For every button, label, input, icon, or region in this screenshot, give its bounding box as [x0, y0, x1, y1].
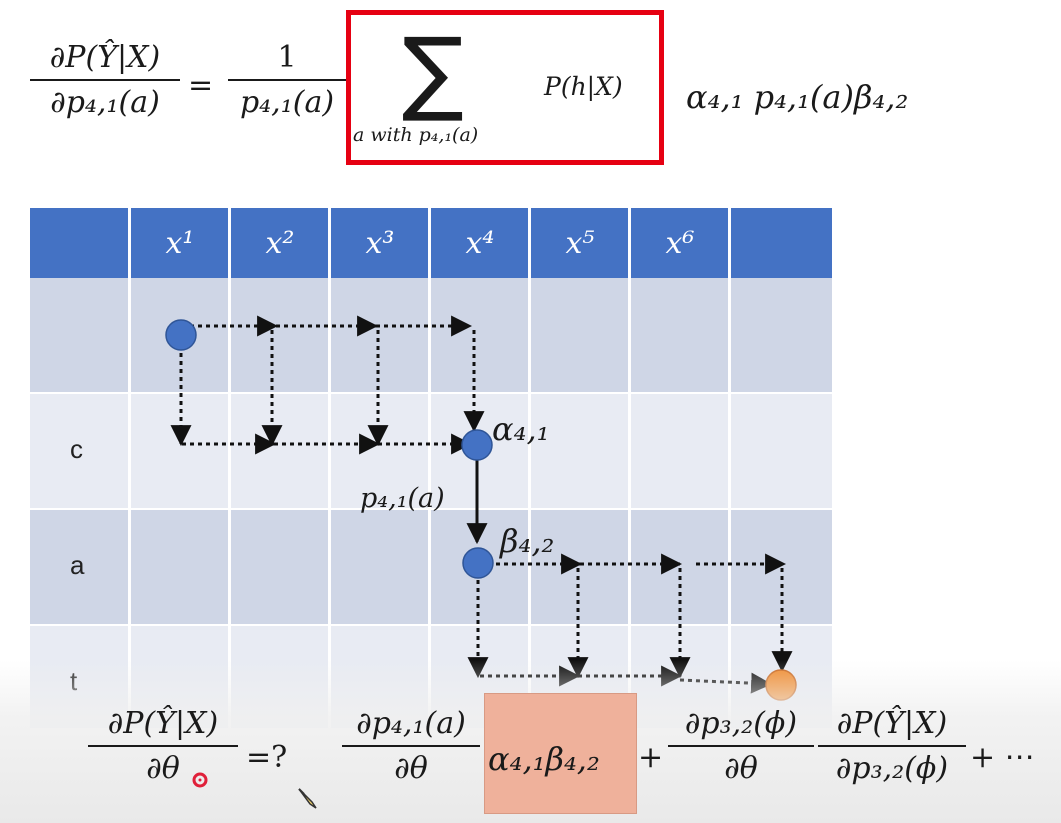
lhs-numerator: ∂P(Ŷ|X) — [49, 40, 161, 75]
table-header: x¹ x² x³ x⁴ x⁵ x⁶ — [30, 208, 832, 278]
node-c-x4 — [461, 429, 493, 461]
laser-pointer-icon — [192, 772, 208, 788]
term2-numerator: ∂p₃,₂(ϕ) — [684, 706, 798, 741]
table-row: a — [30, 510, 832, 624]
term2-fraction: ∂p₃,₂(ϕ) ∂θ — [668, 706, 814, 786]
summation-symbol: ∑ — [402, 18, 464, 125]
col-header-x3: x³ — [365, 225, 395, 261]
equals-sign: = — [188, 68, 214, 103]
lhs-denominator: ∂p₄,₁(a) — [50, 85, 160, 120]
equals-question: =? — [246, 740, 288, 775]
row-label-c: c — [70, 434, 83, 464]
alpha-label: α₄,₁ — [492, 410, 550, 448]
column-divider — [728, 208, 731, 728]
ellipsis-term: + ⋯ — [970, 740, 1035, 775]
col-header-x2: x² — [265, 225, 295, 261]
column-divider — [428, 208, 431, 728]
sum-term: P(h|X) — [544, 72, 623, 101]
lhs-fraction: ∂P(Ŷ|X) ∂p₄,₁(a) — [30, 40, 180, 120]
column-divider — [128, 208, 131, 728]
pen-cursor-icon — [298, 788, 317, 809]
column-divider — [528, 208, 531, 728]
start-node — [165, 319, 197, 351]
highlight-box-red — [346, 10, 664, 165]
node-a-x4 — [462, 547, 494, 579]
gradient-lhs-numerator: ∂P(Ŷ|X) — [107, 706, 219, 741]
term3-numerator: ∂P(Ŷ|X) — [836, 706, 948, 741]
term3-fraction: ∂P(Ŷ|X) ∂p₃,₂(ϕ) — [818, 706, 966, 786]
table-row: c — [30, 394, 832, 508]
equation-tail: α₄,₁ p₄,₁(a)β₄,₂ — [686, 78, 909, 116]
summation-subscript: a with p₄,₁(a) — [353, 124, 479, 146]
transition-prob-label: p₄,₁(a) — [360, 483, 445, 514]
term1-denominator: ∂θ — [394, 751, 428, 786]
column-divider — [628, 208, 631, 728]
coef-numerator: 1 — [277, 40, 297, 75]
col-header-x5: x⁵ — [565, 225, 595, 261]
table-row — [30, 278, 832, 392]
col-header-x1: x¹ — [165, 225, 195, 261]
row-label-a: a — [70, 550, 85, 580]
gradient-lhs: ∂P(Ŷ|X) ∂θ — [88, 706, 238, 786]
coef-denominator: p₄,₁(a) — [239, 85, 335, 120]
column-divider — [228, 208, 231, 728]
col-header-x6: x⁶ — [665, 225, 695, 261]
column-divider — [328, 208, 331, 728]
highlight-box-orange — [484, 693, 637, 814]
coef-fraction: 1 p₄,₁(a) — [228, 40, 346, 120]
term2-denominator: ∂θ — [724, 751, 758, 786]
gradient-lhs-denominator: ∂θ — [146, 751, 180, 786]
col-header-x4: x⁴ — [465, 225, 495, 261]
boxed-alpha-beta: α₄,₁β₄,₂ — [488, 740, 600, 778]
beta-label: β₄,₂ — [500, 522, 555, 560]
term3-denominator: ∂p₃,₂(ϕ) — [835, 751, 949, 786]
plus-sign: + — [638, 740, 664, 775]
term1-numerator: ∂p₄,₁(a) — [356, 706, 466, 741]
term1-fraction: ∂p₄,₁(a) ∂θ — [342, 706, 480, 786]
dotted-paths-alpha — [170, 315, 485, 455]
